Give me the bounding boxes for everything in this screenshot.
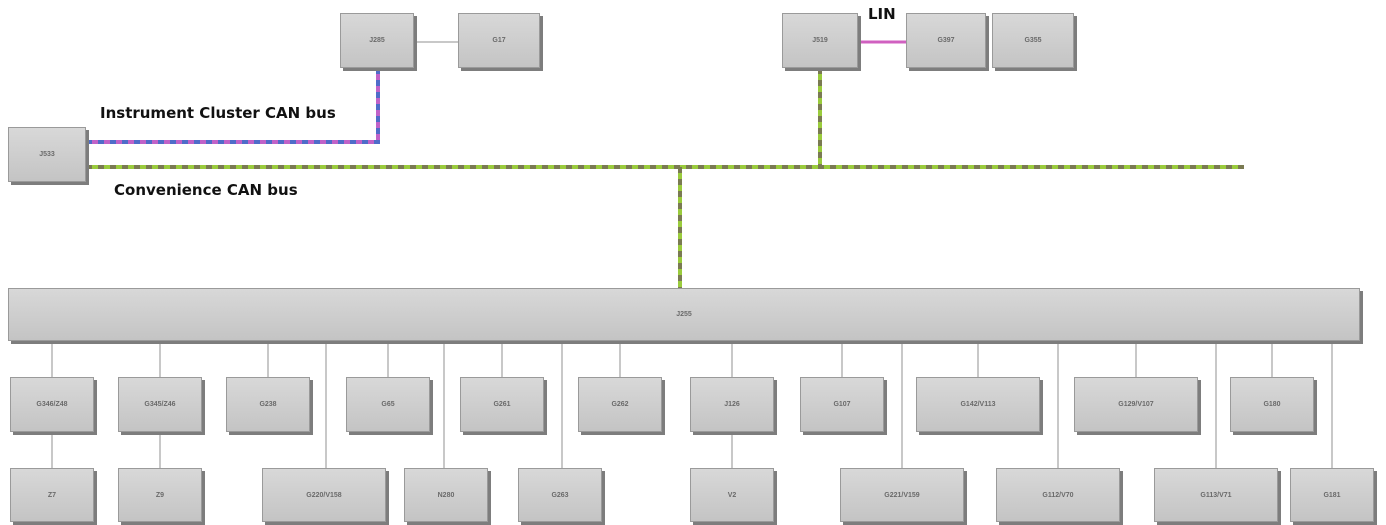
lin-label: LIN [868,5,896,23]
module-n280: N280 [404,468,488,522]
module-g113-v71: G113/V71 [1154,468,1278,522]
module-g180: G180 [1230,377,1314,432]
module-j285: J285 [340,13,414,68]
module-g346-z48: G346/Z48 [10,377,94,432]
module-z9: Z9 [118,468,202,522]
module-g65: G65 [346,377,430,432]
module-g262: G262 [578,377,662,432]
module-g345-z46: G345/Z46 [118,377,202,432]
instrument-cluster-can-bus-label: Instrument Cluster CAN bus [100,104,336,122]
module-g142-v113: G142/V113 [916,377,1040,432]
module-j519: J519 [782,13,858,68]
module-g181: G181 [1290,468,1374,522]
module-j533: J533 [8,127,86,182]
module-g112-v70: G112/V70 [996,468,1120,522]
module-g261: G261 [460,377,544,432]
module-g238: G238 [226,377,310,432]
module-g355: G355 [992,13,1074,68]
module-v2: V2 [690,468,774,522]
module-g221-v159: G221/V159 [840,468,964,522]
module-g263: G263 [518,468,602,522]
module-g129-v107: G129/V107 [1074,377,1198,432]
module-g220-v158: G220/V158 [262,468,386,522]
instrument-cluster-can-bus [86,68,380,144]
module-g107: G107 [800,377,884,432]
module-z7: Z7 [10,468,94,522]
convenience-can-bus [86,68,1244,288]
module-j255: J255 [8,288,1360,341]
module-j126: J126 [690,377,774,432]
module-g397: G397 [906,13,986,68]
convenience-can-bus-label: Convenience CAN bus [114,181,298,199]
connector-lines [51,41,1333,468]
module-g17: G17 [458,13,540,68]
